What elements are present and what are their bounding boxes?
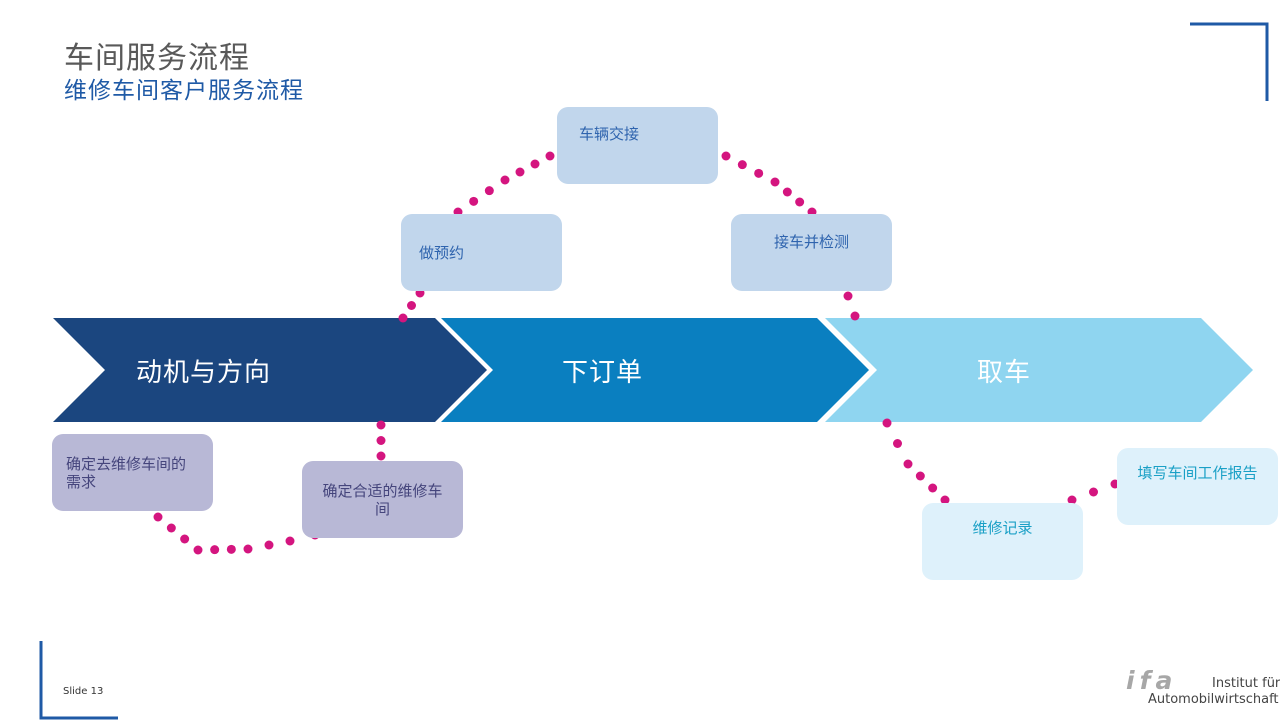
- path-dot: [545, 151, 555, 161]
- path-dot: [754, 168, 764, 178]
- path-dot: [737, 160, 747, 170]
- path-dot: [398, 313, 408, 323]
- path-dot: [893, 439, 902, 448]
- step-label: 维修记录: [972, 519, 1033, 537]
- step-make-appointment: 做预约: [401, 214, 562, 291]
- path-dot: [530, 159, 540, 169]
- path-dot: [376, 420, 386, 430]
- bottom-left-frame: [39, 641, 118, 720]
- phase-label-order: 下订单: [562, 358, 644, 388]
- path-dot: [153, 512, 163, 522]
- step-choose-workshop: 确定合适的维修车间: [302, 461, 463, 538]
- step-service-record: 维修记录: [922, 503, 1083, 580]
- path-dot: [770, 177, 780, 187]
- logo-text-line2: Automobilwirtschaft: [1148, 692, 1279, 707]
- step-vehicle-handover: 车辆交接: [557, 107, 718, 184]
- path-dot: [850, 311, 860, 321]
- path-dot: [376, 451, 386, 461]
- path-dot: [795, 197, 805, 207]
- path-dot: [226, 544, 236, 554]
- path-dot: [264, 540, 274, 550]
- path-dot: [166, 523, 176, 533]
- path-dot: [940, 495, 950, 505]
- path-dot: [484, 186, 494, 196]
- path-dot: [243, 544, 253, 554]
- step-label: 填写车间工作报告: [1137, 464, 1258, 482]
- path-dot: [928, 483, 938, 493]
- phase-label-pickup: 取车: [977, 358, 1032, 388]
- path-dot: [903, 459, 913, 469]
- slide-number: Slide 13: [63, 686, 104, 697]
- path-dot: [376, 436, 386, 445]
- path-dot: [882, 418, 892, 428]
- ifa-logo: ifa Institut für Automobilwirtschaft: [1126, 666, 1280, 710]
- path-dot: [180, 534, 190, 544]
- page-title: 车间服务流程: [64, 41, 250, 76]
- phase-label-motivation: 动机与方向: [136, 358, 272, 388]
- ifa-logo-mark: ifa: [1126, 666, 1178, 695]
- path-dot: [193, 545, 203, 555]
- top-right-frame: [1190, 22, 1269, 101]
- step-label: 确定去维修车间的需求: [66, 454, 187, 491]
- step-label: 确定合适的维修车间: [322, 481, 443, 518]
- chevron-motivation: [53, 318, 487, 422]
- chevron-order: [441, 318, 869, 422]
- path-dot: [915, 471, 925, 481]
- step-label: 做预约: [419, 243, 465, 262]
- path-dot: [407, 301, 416, 310]
- path-dot: [210, 545, 220, 555]
- path-dot: [843, 291, 853, 301]
- path-dot: [515, 167, 525, 177]
- step-reception-inspection: 接车并检测: [731, 214, 892, 291]
- path-dot: [469, 196, 479, 206]
- path-dot: [500, 175, 510, 185]
- chevron-pickup: [825, 318, 1253, 422]
- path-dot: [721, 151, 731, 161]
- step-workshop-report: 填写车间工作报告: [1117, 448, 1278, 525]
- path-dot: [285, 536, 295, 546]
- path-dot: [1089, 487, 1098, 497]
- logo-text-line1: Institut für: [1212, 676, 1280, 691]
- path-dot: [1067, 495, 1077, 505]
- step-need-for-workshop: 确定去维修车间的需求: [52, 434, 213, 511]
- path-dot: [782, 187, 792, 197]
- page-subtitle: 维修车间客户服务流程: [64, 78, 304, 104]
- step-label: 车辆交接: [579, 125, 640, 143]
- step-label: 接车并检测: [773, 233, 849, 251]
